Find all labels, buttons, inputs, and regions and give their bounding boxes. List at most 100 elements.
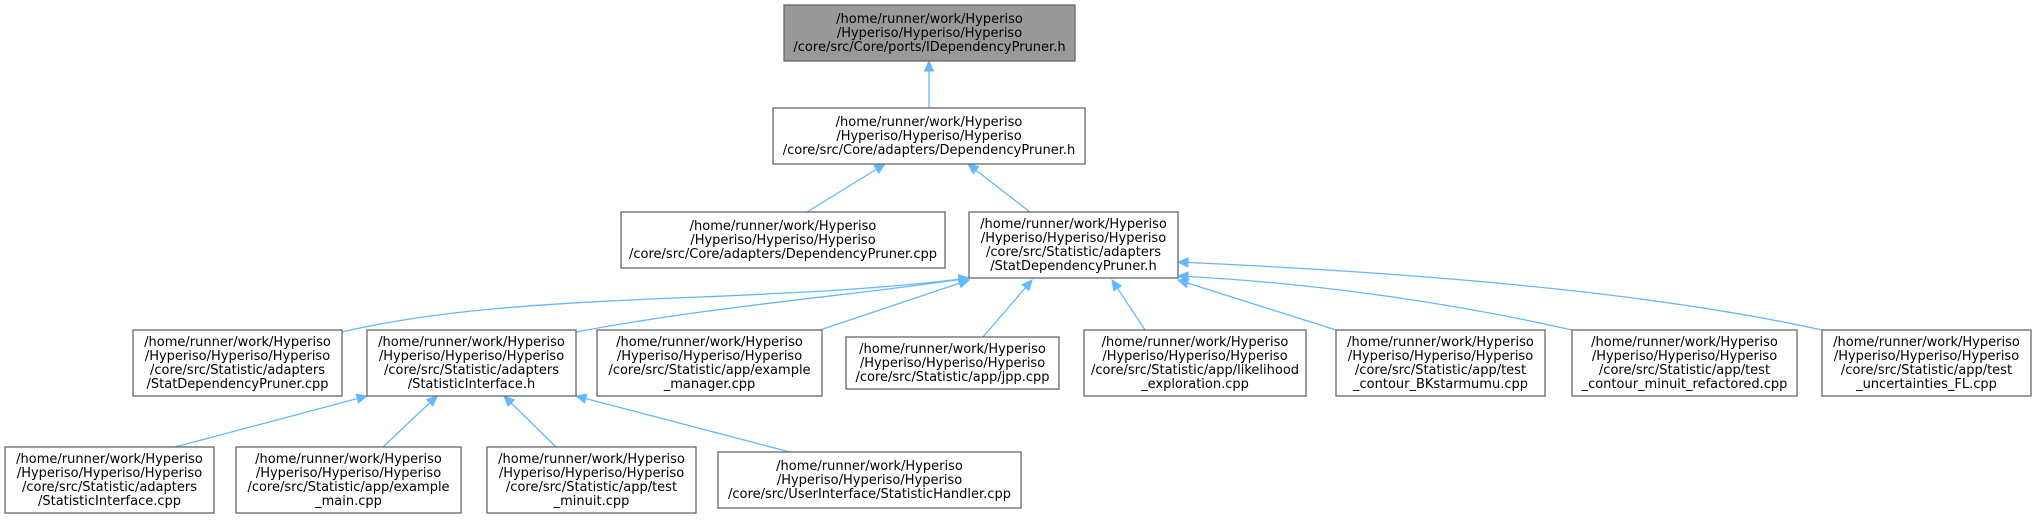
node-label-line: /Hyperiso/Hyperiso/Hyperiso	[690, 233, 875, 248]
node-label-line: /core/src/Statistic/adapters	[150, 363, 325, 378]
node-label-line: /core/src/Core/ports/IDependencyPruner.h	[793, 40, 1065, 55]
edge-line	[806, 163, 886, 213]
node-box	[1335, 329, 1546, 397]
node-label-line: /Hyperiso/Hyperiso/Hyperiso	[1102, 349, 1287, 364]
node-label-line: /core/src/Statistic/app/jpp.cpp	[855, 370, 1049, 385]
edge-n9-n3	[1176, 278, 1337, 331]
node-label-line: /core/src/Core/adapters/DependencyPruner…	[629, 247, 937, 262]
node-label-line: /home/runner/work/Hyperiso	[1102, 335, 1289, 350]
node-label-line: /Hyperiso/Hyperiso/Hyperiso	[981, 231, 1166, 246]
arrowhead-icon	[1111, 278, 1123, 292]
node-label-line: /home/runner/work/Hyperiso	[616, 335, 803, 350]
edge-n3-n1	[967, 163, 1031, 213]
arrowhead-icon	[425, 395, 438, 408]
node-label-line: /Hyperiso/Hyperiso/Hyperiso	[1592, 349, 1777, 364]
node-label-line: /home/runner/work/Hyperiso	[1591, 335, 1778, 350]
graph-node[interactable]: /home/runner/work/Hyperiso/Hyperiso/Hype…	[1821, 329, 2032, 397]
node-box	[717, 451, 1022, 509]
arrowhead-icon	[1176, 271, 1189, 282]
arrowhead-icon	[957, 278, 971, 289]
arrowhead-icon	[1176, 257, 1189, 268]
node-label-line: /home/runner/work/Hyperiso	[144, 335, 331, 350]
edge-line	[967, 163, 1031, 213]
edge-n15-n5	[574, 393, 791, 453]
edge-line	[1177, 279, 1337, 331]
node-label-line: /Hyperiso/Hyperiso/Hyperiso	[617, 349, 802, 364]
graph-node[interactable]: /home/runner/work/Hyperiso/Hyperiso/Hype…	[845, 336, 1060, 390]
node-label-line: /Hyperiso/Hyperiso/Hyperiso	[1348, 349, 1533, 364]
node-label-line: /core/src/Statistic/adapters	[384, 363, 559, 378]
node-label-line: /home/runner/work/Hyperiso	[859, 342, 1046, 357]
arrowhead-icon	[873, 163, 887, 174]
graph-node[interactable]: /home/runner/work/Hyperiso/Hyperiso/Hype…	[1083, 329, 1307, 397]
graph-node[interactable]: /home/runner/work/Hyperiso/Hyperiso/Hype…	[772, 107, 1086, 165]
node-label-line: /Hyperiso/Hyperiso/Hyperiso	[379, 349, 564, 364]
edge-n12-n5	[174, 393, 369, 448]
edge-line	[174, 395, 368, 448]
node-label-line: /home/runner/work/Hyperiso	[836, 115, 1023, 130]
node-label-line: /core/src/Statistic/app/test	[1355, 363, 1526, 378]
root-node: /home/runner/work/Hyperiso/Hyperiso/Hype…	[783, 4, 1076, 62]
graph-node[interactable]: /home/runner/work/Hyperiso/Hyperiso/Hype…	[235, 446, 462, 514]
edge-n8-n3	[1111, 278, 1146, 331]
node-label-line: /Hyperiso/Hyperiso/Hyperiso	[836, 129, 1021, 144]
edge-n7-n3	[982, 279, 1033, 338]
node-label-line: /Hyperiso/Hyperiso/Hyperiso	[777, 473, 962, 488]
node-label-line: /core/src/Statistic/app/example	[608, 363, 810, 378]
graph-node[interactable]: /home/runner/work/Hyperiso/Hyperiso/Hype…	[717, 451, 1022, 509]
arrowhead-icon	[1021, 279, 1033, 292]
graph-node[interactable]: /home/runner/work/Hyperiso/Hyperiso/Hype…	[596, 329, 823, 397]
edge-line	[382, 395, 438, 448]
node-label-line: /core/src/Statistic/app/test	[1841, 363, 2012, 378]
edge-n11-n3	[1176, 257, 1823, 331]
node-label-line: _manager.cpp	[663, 377, 756, 392]
edge-line	[575, 277, 970, 333]
arrowhead-icon	[503, 395, 516, 408]
node-label-line: /home/runner/work/Hyperiso	[980, 217, 1167, 232]
node-box	[783, 4, 1076, 62]
arrowhead-icon	[1176, 278, 1190, 289]
arrowhead-icon	[574, 393, 588, 404]
edges-layer	[174, 59, 1823, 453]
edge-n10-n3	[1176, 271, 1573, 331]
node-label-line: /home/runner/work/Hyperiso	[16, 452, 203, 467]
node-label-line: /home/runner/work/Hyperiso	[836, 12, 1023, 27]
node-label-line: /Hyperiso/Hyperiso/Hyperiso	[860, 356, 1045, 371]
node-label-line: /core/src/Statistic/adapters	[22, 480, 197, 495]
edge-line	[1177, 261, 1823, 331]
edge-line	[503, 395, 557, 448]
node-box	[620, 211, 946, 269]
edge-line	[819, 279, 970, 331]
edge-line	[341, 277, 970, 333]
graph-node[interactable]: /home/runner/work/Hyperiso/Hyperiso/Hype…	[1335, 329, 1546, 397]
node-label-line: /core/src/Statistic/app/test	[506, 480, 677, 495]
edge-n4-n3	[341, 274, 971, 333]
node-label-line: /home/runner/work/Hyperiso	[255, 452, 442, 467]
node-label-line: _uncertainties_FL.cpp	[1855, 377, 1997, 392]
edge-line	[982, 279, 1033, 338]
graph-node[interactable]: /home/runner/work/Hyperiso/Hyperiso/Hype…	[968, 211, 1179, 279]
graph-node[interactable]: /home/runner/work/Hyperiso/Hyperiso/Hype…	[620, 211, 946, 269]
node-box	[486, 446, 697, 514]
node-label-line: /home/runner/work/Hyperiso	[776, 459, 963, 474]
node-label-line: /Hyperiso/Hyperiso/Hyperiso	[17, 466, 202, 481]
graph-node[interactable]: /home/runner/work/Hyperiso/Hyperiso/Hype…	[132, 329, 343, 397]
node-box	[4, 446, 215, 514]
arrowhead-icon	[967, 163, 980, 175]
graph-node[interactable]: /home/runner/work/Hyperiso/Hyperiso/Hype…	[4, 446, 215, 514]
edge-line	[575, 395, 791, 453]
node-label-line: /Hyperiso/Hyperiso/Hyperiso	[499, 466, 684, 481]
node-box	[968, 211, 1179, 279]
node-box	[235, 446, 462, 514]
graph-node[interactable]: /home/runner/work/Hyperiso/Hyperiso/Hype…	[366, 329, 577, 397]
node-box	[596, 329, 823, 397]
node-label-line: _contour_BKstarmumu.cpp	[1352, 377, 1528, 392]
graph-node[interactable]: /home/runner/work/Hyperiso/Hyperiso/Hype…	[486, 446, 697, 514]
node-box	[772, 107, 1086, 165]
nodes-layer: /home/runner/work/Hyperiso/Hyperiso/Hype…	[4, 4, 2032, 514]
node-label-line: /home/runner/work/Hyperiso	[690, 219, 877, 234]
edge-n13-n5	[382, 395, 438, 448]
graph-node[interactable]: /home/runner/work/Hyperiso/Hyperiso/Hype…	[1571, 329, 1798, 397]
edge-line	[1177, 275, 1573, 331]
